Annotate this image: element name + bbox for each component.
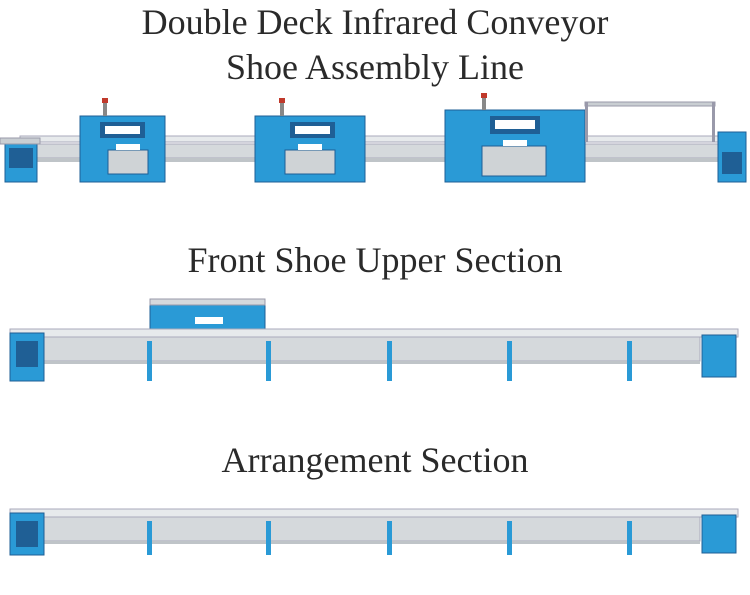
title-line-1: Double Deck Infrared Conveyor — [141, 2, 609, 42]
title-line-2: Shoe Assembly Line — [226, 47, 524, 87]
front-shoe-upper-section-image — [9, 298, 739, 382]
heater-unit-1 — [79, 98, 166, 183]
full-assembly-line-image — [0, 93, 747, 183]
arrangement-section-image — [9, 508, 739, 556]
heater-unit-3 — [444, 93, 586, 183]
section-label-arrangement: Arrangement Section — [221, 440, 529, 480]
section-label-front-shoe-upper: Front Shoe Upper Section — [187, 240, 563, 280]
heater-unit-2 — [254, 98, 366, 183]
